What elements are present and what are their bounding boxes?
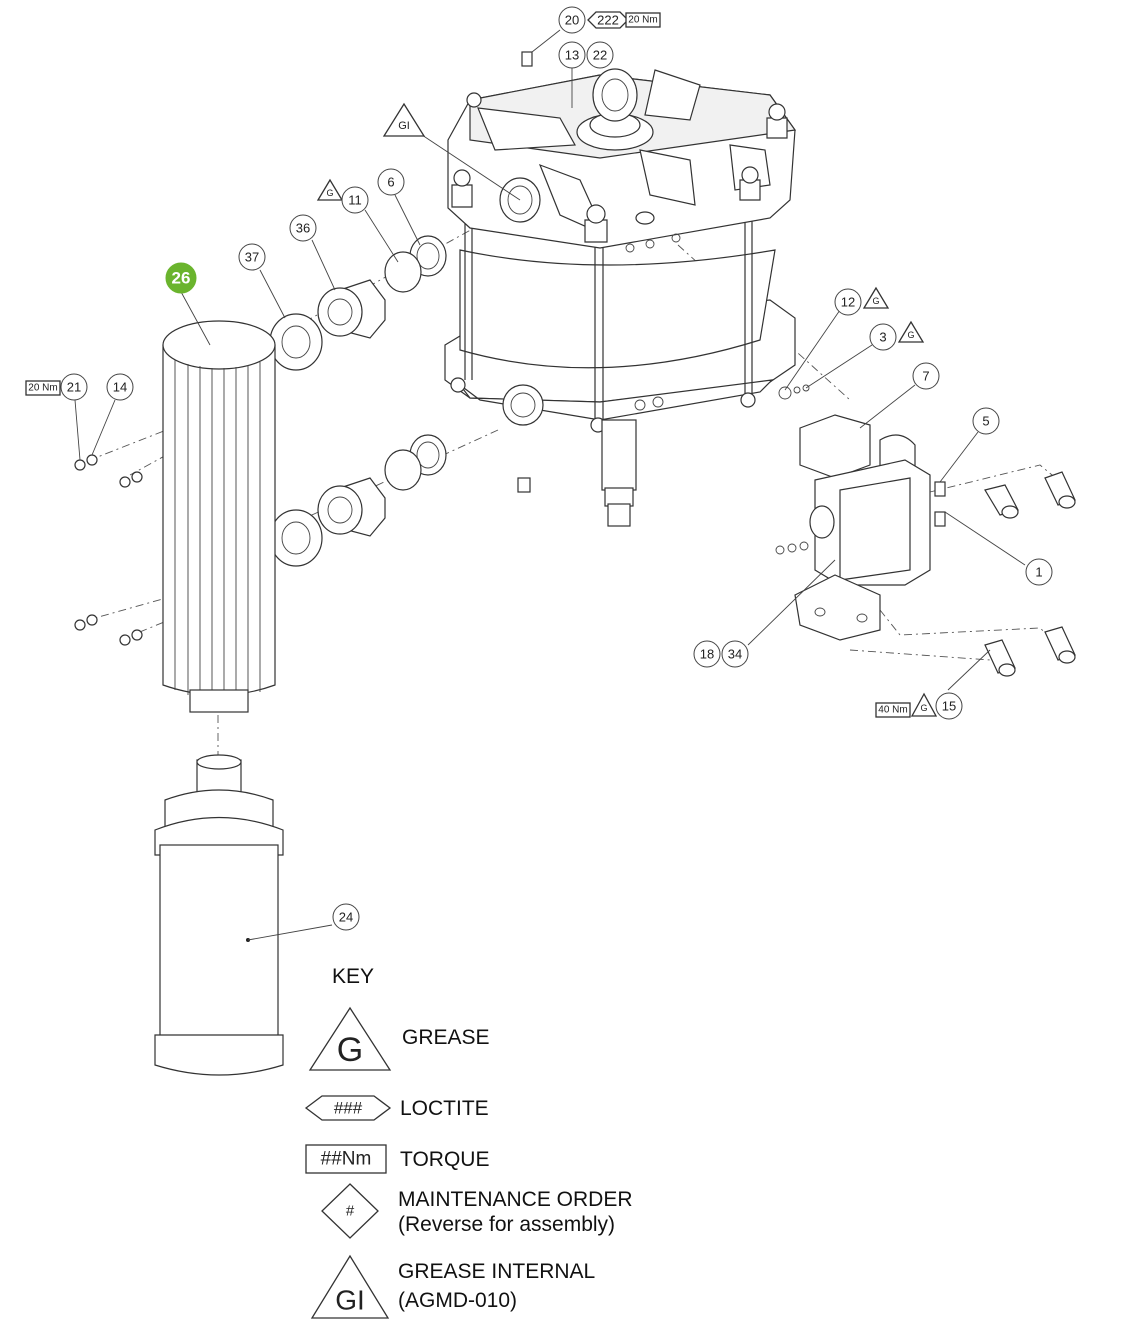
torque-tag-top: 20 Nm — [625, 12, 661, 28]
svg-text:15: 15 — [942, 699, 956, 714]
grease-internal-tag-housing: GI — [382, 102, 426, 137]
callout-36: 36 — [289, 214, 317, 242]
callout-24: 24 — [332, 903, 360, 931]
svg-text:11: 11 — [348, 193, 362, 208]
svg-text:37: 37 — [245, 250, 259, 265]
callout-18: 18 — [693, 640, 721, 668]
svg-text:###: ### — [334, 1099, 363, 1118]
svg-text:7: 7 — [922, 369, 929, 384]
callout-7: 7 — [912, 362, 940, 390]
callout-1: 1 — [1025, 558, 1053, 586]
callout-20: 20 — [558, 6, 586, 34]
svg-text:14: 14 — [113, 380, 127, 395]
callout-12: 12 — [834, 288, 862, 316]
svg-text:20 Nm: 20 Nm — [628, 15, 657, 26]
svg-text:G: G — [337, 1031, 363, 1069]
svg-text:222: 222 — [597, 13, 619, 28]
grease-tag-15: G — [910, 692, 938, 717]
svg-text:##Nm: ##Nm — [321, 1149, 372, 1170]
svg-text:21: 21 — [67, 380, 81, 395]
housing-nut — [466, 92, 482, 108]
svg-text:5: 5 — [982, 414, 989, 429]
callout-26-highlighted: 26 — [165, 262, 197, 294]
legend-maintenance: # MAINTENANCE ORDER (Reverse for assembl… — [321, 1183, 633, 1239]
torque-tag-bottom: 40 Nm — [875, 702, 911, 718]
callout-14: 14 — [106, 373, 134, 401]
grease-tag-3: G — [897, 320, 925, 343]
grease-tag-12: G — [862, 286, 890, 309]
bolt — [984, 484, 1019, 519]
legend-grease-label: GREASE — [402, 1026, 490, 1049]
housing-nut — [584, 204, 608, 243]
svg-text:#: # — [346, 1203, 355, 1220]
finned-cylinder — [162, 320, 276, 713]
nut-washer-group — [74, 454, 143, 646]
svg-text:36: 36 — [296, 221, 310, 236]
svg-text:22: 22 — [593, 48, 607, 63]
callout-11: 11 — [341, 186, 369, 214]
svg-text:20: 20 — [565, 13, 579, 28]
callout-5: 5 — [972, 407, 1000, 435]
svg-text:1: 1 — [1035, 565, 1042, 580]
callout-3: 3 — [869, 323, 897, 351]
loctite-tag-222: 222 — [587, 11, 629, 29]
bolt — [1044, 626, 1076, 664]
callout-6: 6 — [377, 168, 405, 196]
bolt — [1044, 471, 1076, 509]
svg-text:G: G — [907, 330, 914, 340]
svg-text:6: 6 — [387, 175, 394, 190]
legend-torque-label: TORQUE — [400, 1148, 489, 1171]
svg-text:3: 3 — [879, 330, 886, 345]
silencer — [154, 754, 284, 1076]
legend-torque: ##Nm TORQUE — [305, 1144, 489, 1174]
legend-title: KEY — [332, 965, 374, 988]
svg-text:26: 26 — [172, 269, 191, 288]
svg-text:G: G — [872, 296, 879, 306]
legend: KEY G GREASE ### LOCTITE ##Nm TORQUE # M… — [304, 965, 633, 1319]
legend-grease-internal: GI GREASE INTERNAL (AGMD-010) — [310, 1254, 595, 1319]
svg-text:G: G — [326, 188, 333, 198]
bolt — [984, 639, 1016, 677]
svg-text:24: 24 — [339, 910, 353, 925]
legend-maintenance-sublabel: (Reverse for assembly) — [398, 1213, 615, 1236]
housing-nut — [739, 166, 761, 201]
housing-nut — [766, 103, 788, 139]
legend-grease: G GREASE — [308, 1006, 490, 1071]
svg-text:40 Nm: 40 Nm — [878, 705, 907, 716]
svg-text:34: 34 — [728, 647, 742, 662]
legend-maintenance-label: MAINTENANCE ORDER — [398, 1188, 633, 1211]
callout-13: 13 — [558, 41, 586, 69]
legend-loctite: ### LOCTITE — [304, 1095, 489, 1121]
lower-valve-stack — [269, 434, 447, 567]
torque-tag-left: 20 Nm — [25, 380, 61, 396]
svg-text:12: 12 — [841, 295, 855, 310]
callout-21: 21 — [60, 373, 88, 401]
motor-housing — [444, 51, 797, 527]
upper-valve-stack — [269, 235, 447, 371]
valve-block — [775, 384, 946, 641]
legend-grease-internal-label: GREASE INTERNAL — [398, 1260, 595, 1283]
grease-tag-11: G — [316, 178, 344, 201]
legend-loctite-label: LOCTITE — [400, 1097, 489, 1120]
callout-34: 34 — [721, 640, 749, 668]
svg-text:G: G — [920, 703, 927, 713]
callout-37: 37 — [238, 243, 266, 271]
svg-text:GI: GI — [335, 1285, 365, 1316]
legend-grease-internal-sublabel: (AGMD-010) — [398, 1289, 517, 1312]
leader-lines — [74, 29, 1026, 941]
callout-15: 15 — [935, 692, 963, 720]
housing-nut — [451, 169, 473, 208]
svg-text:20 Nm: 20 Nm — [28, 383, 57, 394]
svg-text:13: 13 — [565, 48, 579, 63]
svg-text:GI: GI — [398, 120, 410, 132]
callout-22: 22 — [586, 41, 614, 69]
svg-text:18: 18 — [700, 647, 714, 662]
